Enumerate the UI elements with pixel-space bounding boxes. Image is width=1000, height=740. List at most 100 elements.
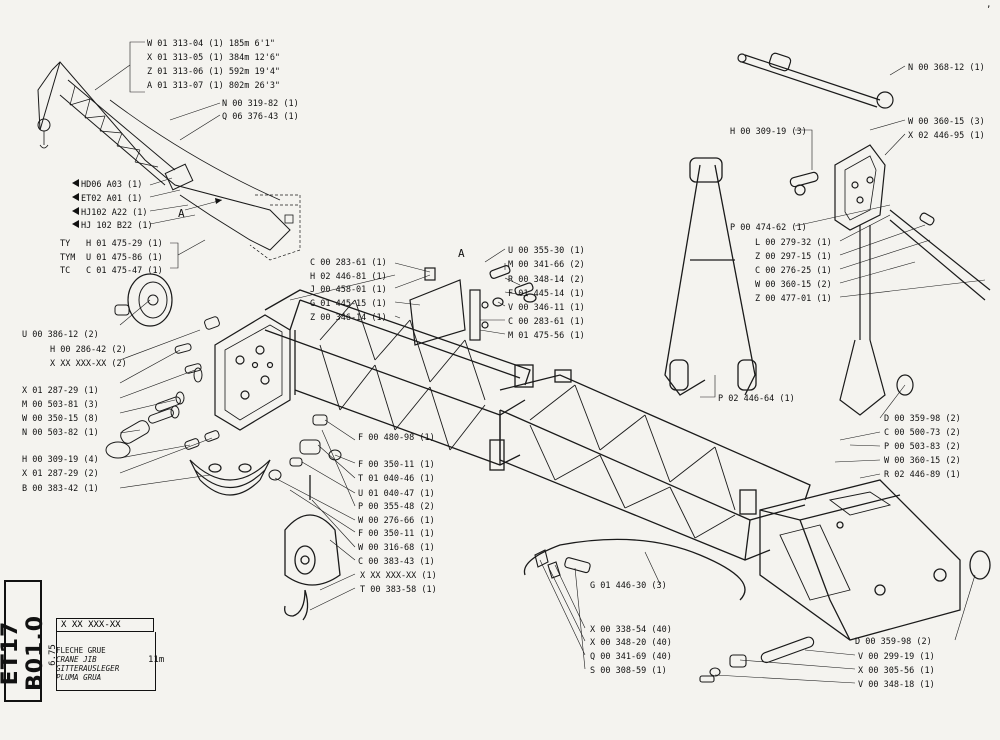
- part-label: C 00 283-61 (1): [310, 258, 387, 268]
- part-label: F 00 480-98 (1): [358, 433, 435, 443]
- part-label: M 00 341-66 (2): [508, 260, 585, 270]
- part-label: X XX XXX-XX (2): [50, 359, 127, 369]
- title-name-de: GITTERAUSLEGER: [56, 664, 120, 673]
- small-pins-cluster-illustration: [268, 414, 342, 481]
- part-label: W 00 316-68 (1): [358, 543, 435, 553]
- hd-part-label: ET02 A01 (1): [81, 194, 142, 204]
- part-label: U 00 386-12 (2): [22, 330, 99, 340]
- jib-base-box-section: [759, 479, 991, 641]
- type-code: TYM: [60, 253, 75, 263]
- title-name-en: CRANE JIB: [56, 655, 97, 664]
- jib-variant-label: W 01 313-04 (1) 185m 6'1": [147, 39, 275, 49]
- part-label: B 00 383-42 (1): [22, 484, 99, 494]
- part-label: T 01 040-46 (1): [358, 474, 435, 484]
- part-label: R 02 446-89 (1): [884, 470, 961, 480]
- part-label: N 00 368-12 (1): [908, 63, 985, 73]
- part-label: N 00 503-82 (1): [22, 428, 99, 438]
- type-part: H 01 475-29 (1): [86, 239, 163, 249]
- hd-part-label: HJ 102 B22 (1): [81, 221, 153, 231]
- part-label: N 00 319-82 (1): [222, 99, 299, 109]
- jib-variant-label: X 01 313-05 (1) 384m 12'6": [147, 53, 280, 63]
- tie-bar-rod-illustration: [737, 52, 894, 109]
- title-part-number: X XX XXX-XX: [56, 618, 154, 632]
- part-label: H 00 286-42 (2): [50, 345, 127, 355]
- part-label: M 00 503-81 (3): [22, 400, 99, 410]
- part-label: U 01 040-47 (1): [358, 489, 435, 499]
- part-label: C 00 283-61 (1): [508, 317, 585, 327]
- part-label: C 00 500-73 (2): [884, 428, 961, 438]
- part-label: W 00 360-15 (2): [884, 456, 961, 466]
- part-label: C 00 276-25 (1): [755, 266, 832, 276]
- hook-block-illustration: [284, 475, 341, 621]
- part-label: X 00 348-20 (40): [590, 638, 672, 648]
- jib-variant-label: A 01 313-07 (1) 802m 26'3": [147, 81, 280, 91]
- pins-and-washers-illustration: [105, 316, 220, 459]
- type-part: C 01 475-47 (1): [86, 266, 163, 276]
- part-label: R 00 348-14 (2): [508, 275, 585, 285]
- part-label: X XX XXX-XX (1): [360, 571, 437, 581]
- part-label: T 00 383-58 (1): [360, 585, 437, 595]
- part-label: P 00 355-48 (2): [358, 502, 435, 512]
- callout-labels: W 01 313-04 (1) 185m 6'1" X 01 313-05 (1…: [22, 39, 985, 690]
- part-label: D 00 359-98 (2): [855, 637, 932, 647]
- type-code: TY: [60, 239, 70, 249]
- part-label: W 00 360-15 (2): [755, 280, 832, 290]
- sheave-pulley-illustration: [114, 273, 173, 327]
- part-label: H 02 446-81 (1): [310, 272, 387, 282]
- title-names: FLECHE GRUE CRANE JIB GITTERAUSLEGER PLU…: [56, 646, 154, 682]
- hd-part-label: HD06 A03 (1): [81, 180, 142, 190]
- part-label: W 00 276-66 (1): [358, 516, 435, 526]
- part-label: M 01 475-56 (1): [508, 331, 585, 341]
- part-label: Z 00 297-15 (1): [755, 252, 832, 262]
- part-label: V 00 299-19 (1): [858, 652, 935, 662]
- part-label: X 01 287-29 (2): [22, 469, 99, 479]
- part-label: P 00 503-83 (2): [884, 442, 961, 452]
- bolt-nut-group-illustration: [523, 538, 815, 683]
- part-label: P 02 446-64 (1): [718, 394, 795, 404]
- part-label: G 01 445-15 (1): [310, 299, 387, 309]
- part-label: X 00 338-54 (40): [590, 625, 672, 635]
- detail-marker: A: [178, 207, 185, 220]
- document-code: ET17 B01.0: [0, 614, 48, 692]
- part-label: Q 06 376-43 (1): [222, 112, 299, 122]
- title-name-fr: FLECHE GRUE: [56, 646, 106, 655]
- part-label: G 01 446-30 (3): [590, 581, 667, 591]
- a-frame-strut-illustration: [664, 157, 757, 396]
- curved-bracket-b-illustration: [189, 459, 271, 496]
- part-label: F 00 350-11 (1): [358, 529, 435, 539]
- part-label: J 00 458-01 (1): [310, 285, 387, 295]
- part-label: W 00 350-15 (8): [22, 414, 99, 424]
- part-label: C 00 383-43 (1): [358, 557, 435, 567]
- hd-part-label: HJ102 A22 (1): [81, 208, 148, 218]
- jib-head-plate-illustration: [214, 314, 291, 431]
- part-label: F 01 445-14 (1): [508, 289, 585, 299]
- part-label: S 00 308-59 (1): [590, 666, 667, 676]
- part-label: X 02 446-95 (1): [908, 131, 985, 141]
- part-label: H 00 309-19 (4): [22, 455, 99, 465]
- type-code: TC: [60, 266, 70, 276]
- part-label: P 00 474-62 (1): [730, 223, 807, 233]
- part-label: U 00 355-30 (1): [508, 246, 585, 256]
- plate-bracket-c-illustration: [409, 265, 537, 346]
- type-part: U 01 475-86 (1): [86, 253, 163, 263]
- jib-variant-label: Z 01 313-06 (1) 592m 19'4": [147, 67, 280, 77]
- lattice-jib-section-middle: [499, 369, 811, 561]
- title-name-box: [56, 632, 156, 691]
- part-label: V 00 346-11 (1): [508, 303, 585, 313]
- corner-mark: ʼ: [986, 5, 991, 15]
- part-label: H 00 309-19 (3): [730, 127, 807, 137]
- part-label: Z 00 346-14 (1): [310, 313, 387, 323]
- part-label: D 00 359-98 (2): [884, 414, 961, 424]
- title-name-es: PLUMA GRUA: [56, 673, 102, 682]
- jib-length-label: 11m: [148, 655, 165, 665]
- part-label: F 00 350-11 (1): [358, 460, 435, 470]
- triangle-marker-icon: [72, 207, 79, 215]
- part-label: Q 00 341-69 (40): [590, 652, 672, 662]
- part-label: X 01 287-29 (1): [22, 386, 99, 396]
- triangle-marker-icon: [72, 193, 79, 201]
- part-label: L 00 279-32 (1): [755, 238, 832, 248]
- part-label: W 00 360-15 (3): [908, 117, 985, 127]
- lattice-jib-section-upper: [264, 289, 534, 471]
- triangle-marker-icon: [72, 179, 79, 187]
